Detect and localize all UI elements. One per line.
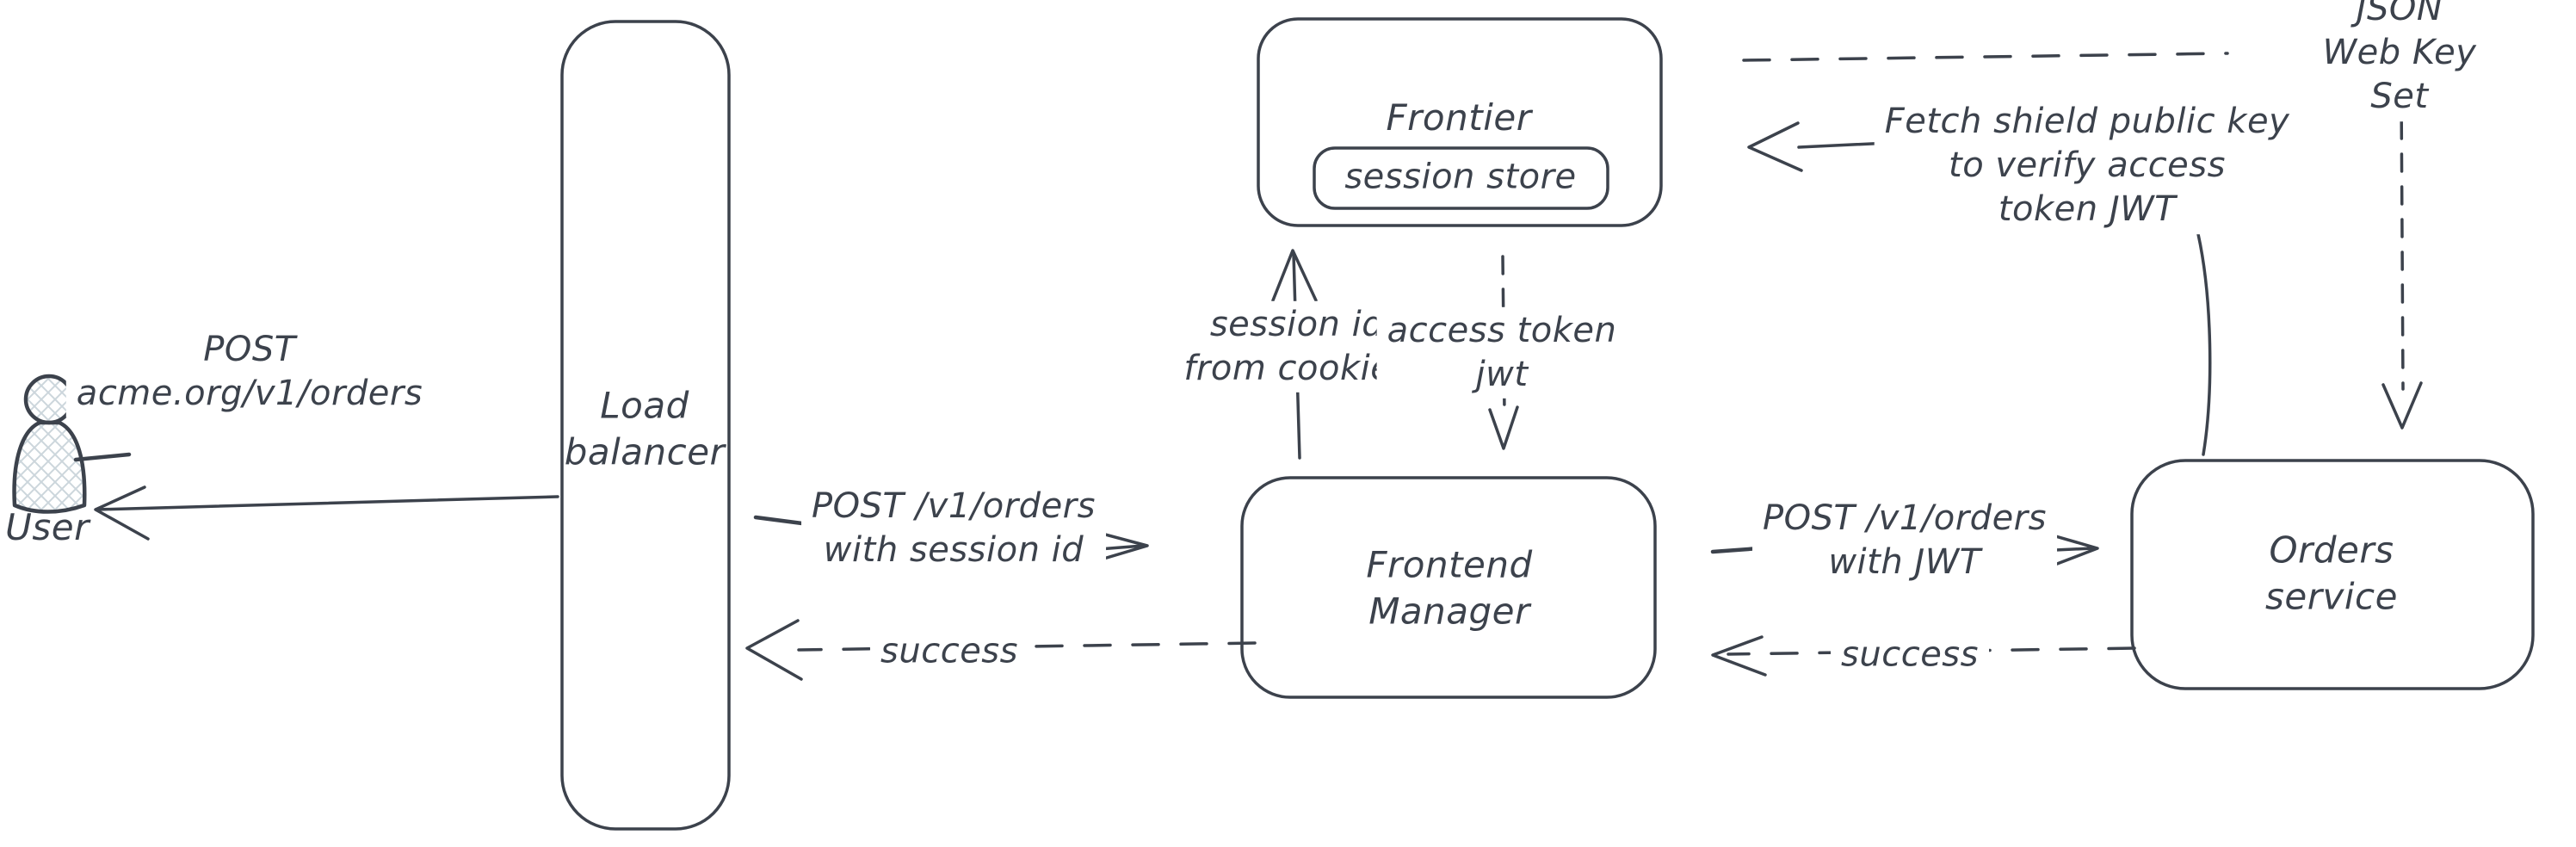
frontier-box [1257, 17, 1663, 227]
user-icon [12, 374, 87, 514]
orders-service-label: Orders service [2265, 529, 2398, 617]
orders-service-box [2130, 459, 2535, 690]
frontier-label: Frontier [1386, 96, 1532, 139]
arrow-load-balancer-to-user [94, 485, 559, 541]
frontend-manager-label: Frontend Manager [1366, 543, 1533, 632]
arrow-frontend-manager-to-load-balancer [745, 619, 1257, 681]
edge-label-access-token-jwt: access token jwt [1376, 306, 1628, 399]
edge-label-post-acme-orders: POST acme.org/v1/orders [65, 325, 434, 418]
edge-label-post-with-session-id: POST /v1/orders with session id [801, 482, 1106, 575]
user-label: User [5, 506, 90, 549]
arrow-jwks-to-orders-service [2381, 87, 2423, 430]
session-store-label: session store [1344, 157, 1577, 197]
edge-label-post-with-jwt: POST /v1/orders with JWT [1752, 494, 2057, 587]
load-balancer-label: Load balancer [564, 384, 726, 473]
frontend-manager-box [1240, 476, 1657, 699]
jwks-label: JSON Web Key Set [2311, 0, 2488, 121]
edge-label-success-right: success [1831, 631, 1989, 679]
load-balancer-box [560, 20, 731, 831]
edge-label-success-left: success [870, 628, 1029, 676]
session-store-box [1313, 146, 1609, 210]
line-jwks-to-frontier [1742, 52, 2229, 62]
edge-label-fetch-shield-public-key: Fetch shield public key to verify access… [1874, 98, 2301, 234]
